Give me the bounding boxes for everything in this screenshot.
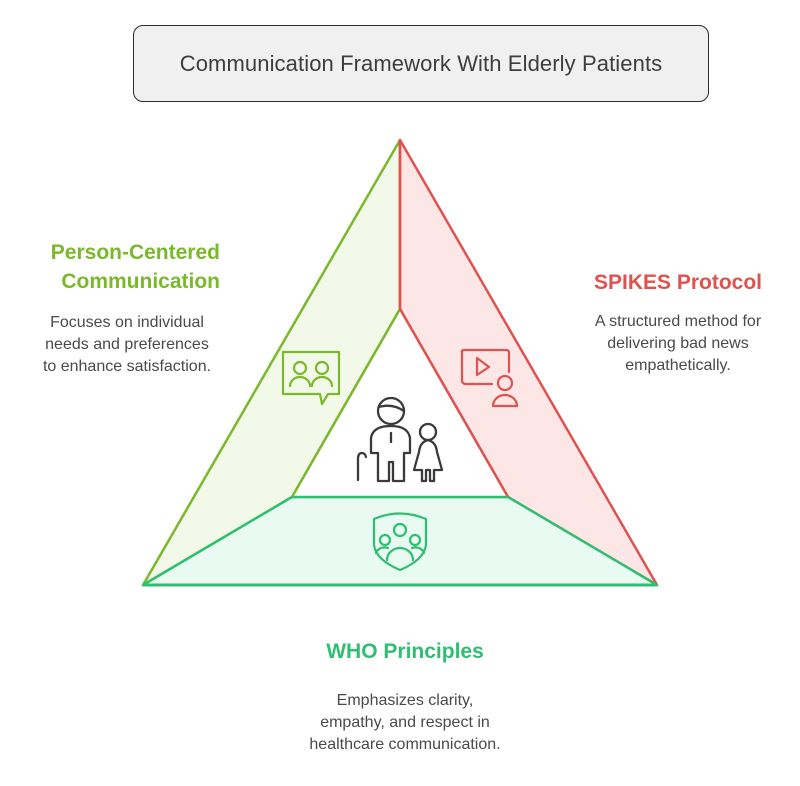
spikes-label: SPIKES Protocol A structured method for …	[560, 268, 796, 377]
inner-left-edge	[290, 308, 402, 498]
who-heading: WHO Principles	[326, 640, 484, 663]
description-line: delivering bad news	[607, 335, 749, 352]
spikes-heading: SPIKES Protocol	[593, 271, 763, 294]
title-box: Communication Framework With Elderly Pat…	[133, 25, 709, 102]
description-line: empathy, and respect in	[320, 714, 490, 731]
person-centered-description: Focuses on individual needs and preferen…	[14, 312, 240, 378]
video-presenter-icon	[460, 348, 519, 408]
person-centered-heading: Person-Centered Communication	[14, 238, 240, 296]
shield-group-icon	[372, 512, 428, 572]
who-description: Emphasizes clarity, empathy, and respect…	[290, 690, 520, 756]
person-centered-label: Person-Centered Communication Focuses on…	[14, 238, 240, 378]
description-line: Focuses on individual	[50, 314, 204, 331]
spikes-description: A structured method for delivering bad n…	[560, 311, 796, 377]
description-line: healthcare communication.	[309, 736, 501, 753]
diagram-title: Communication Framework With Elderly Pat…	[179, 50, 663, 76]
person-centered-heading-line1: Person-Centered	[50, 241, 220, 264]
description-line: empathetically.	[625, 357, 731, 374]
description-line: Emphasizes clarity,	[336, 692, 474, 709]
description-line: needs and preferences	[45, 336, 209, 353]
chat-group-icon	[281, 350, 341, 406]
inner-right-edge	[398, 308, 510, 498]
elderly-and-child-icon	[356, 396, 444, 483]
person-centered-heading-line2: Communication	[61, 270, 220, 293]
description-line: to enhance satisfaction.	[42, 358, 212, 375]
description-line: A structured method for	[594, 313, 762, 330]
who-label: WHO Principles Emphasizes clarity, empat…	[290, 637, 520, 756]
